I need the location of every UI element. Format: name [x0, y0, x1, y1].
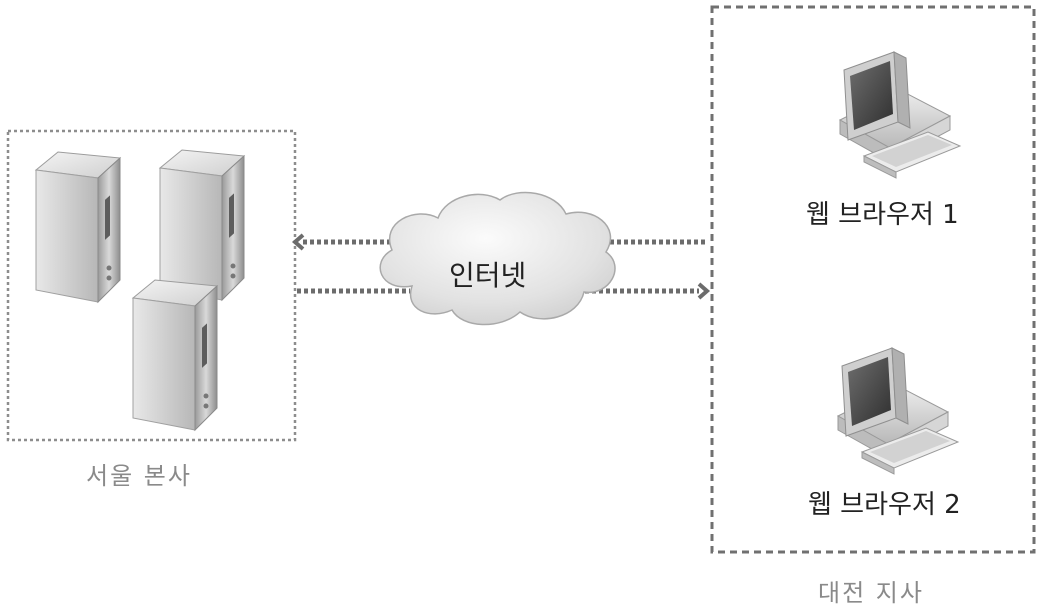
client-label-1: 웹 브라우저 1 [806, 200, 959, 230]
branch-group-box [710, 5, 1036, 554]
hq-group-box [6, 129, 297, 442]
branch-label: 대전 지사 [818, 579, 924, 607]
cloud-icon [379, 191, 616, 326]
internet-label: 인터넷 [449, 259, 527, 292]
arrow-right-icon [697, 282, 711, 300]
desktop-pc-icon [837, 347, 959, 475]
desktop-pc-icon [839, 51, 961, 179]
server-icon [35, 151, 121, 303]
client-label-2: 웹 브라우저 2 [808, 490, 961, 520]
hq-label: 서울 본사 [86, 462, 192, 490]
arrow-left-icon [291, 233, 305, 251]
server-icon [132, 279, 218, 431]
server-icon [159, 149, 245, 301]
